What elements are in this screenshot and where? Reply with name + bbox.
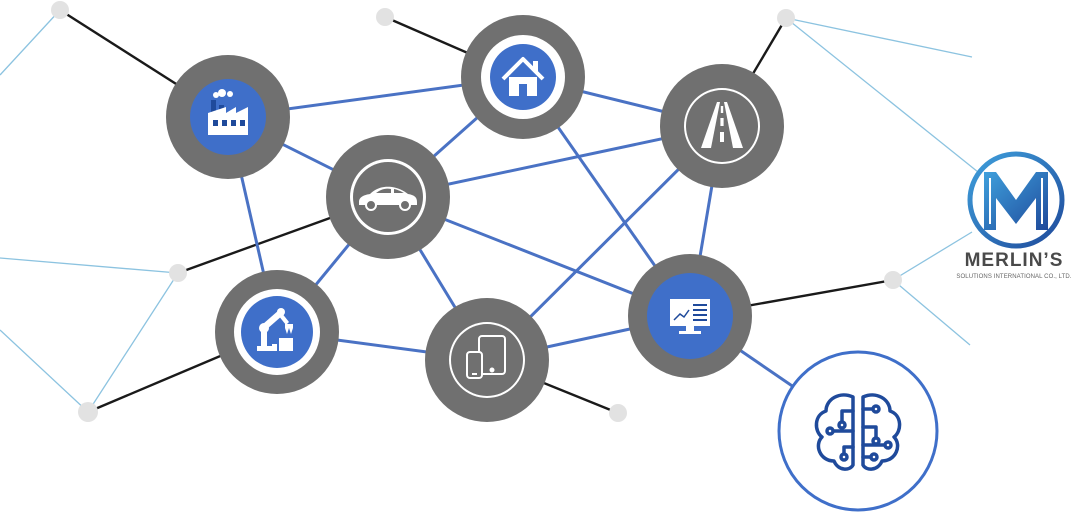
node-home [461, 15, 585, 139]
logo-subtitle: SOLUTIONS INTERNATIONAL CO., LTD. [956, 274, 1072, 280]
car-icon [359, 186, 417, 211]
logo-name: MERLIN’S [964, 250, 1064, 271]
light-links [0, 9, 979, 413]
factory-icon [208, 89, 248, 135]
circuit-brain-icon [814, 393, 902, 471]
node-car [326, 135, 450, 259]
house-icon [501, 57, 545, 96]
endpoints [51, 1, 902, 422]
monitor-chart-icon [670, 299, 710, 334]
merlins-logo-icon [967, 151, 1065, 249]
tablet-phone-icon [466, 335, 506, 379]
company-logo: MERLIN’S SOLUTIONS INTERNATIONAL CO., LT… [948, 150, 1080, 290]
node-road [660, 64, 784, 188]
road-icon [701, 102, 743, 148]
node-tablet [425, 298, 549, 422]
node-factory [166, 55, 290, 179]
node-robot [215, 270, 339, 394]
node-ai-brain [777, 350, 939, 512]
robotic-arm-icon [257, 308, 293, 351]
node-monitor [628, 254, 752, 378]
